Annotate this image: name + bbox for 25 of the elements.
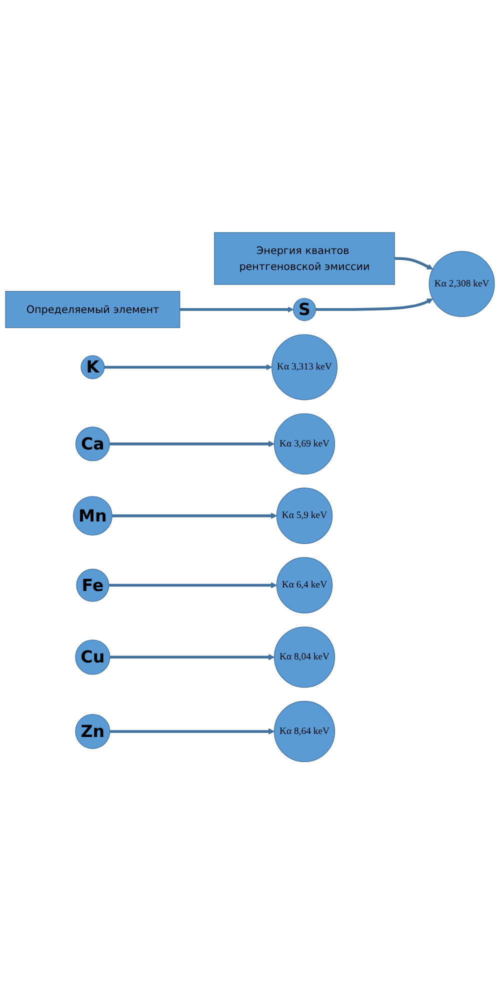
node-circle: Kα 3,313 keV bbox=[272, 334, 338, 400]
node-circle: S bbox=[292, 298, 316, 321]
node-circle: Kα 6,4 keV bbox=[276, 557, 333, 614]
arrow bbox=[394, 257, 433, 270]
arrow bbox=[180, 306, 294, 312]
node-circle: Kα 8,64 keV bbox=[274, 700, 336, 762]
arrow bbox=[110, 654, 275, 660]
node-box: Определяемый элемент bbox=[5, 290, 180, 328]
node-circle: Fe bbox=[76, 568, 110, 602]
arrow bbox=[104, 364, 272, 370]
arrow bbox=[112, 512, 277, 519]
arrow bbox=[110, 440, 275, 447]
node-circle: Kα 8,04 keV bbox=[274, 626, 336, 688]
node-circle: K bbox=[80, 355, 105, 380]
node-circle: Kα 5,9 keV bbox=[276, 488, 333, 544]
node-circle: Mn bbox=[72, 496, 112, 536]
node-circle: Zn bbox=[75, 714, 110, 749]
node-circle: Ca bbox=[75, 426, 110, 462]
arrow bbox=[316, 298, 433, 311]
node-box: Энергия квантов рентгеновской эмиссии bbox=[214, 232, 395, 285]
node-circle: Kα 2,308 keV bbox=[428, 250, 495, 317]
arrow bbox=[108, 582, 277, 588]
node-circle: Kα 3,69 keV bbox=[274, 413, 336, 474]
arrow bbox=[110, 728, 275, 734]
node-circle: Cu bbox=[75, 639, 110, 675]
